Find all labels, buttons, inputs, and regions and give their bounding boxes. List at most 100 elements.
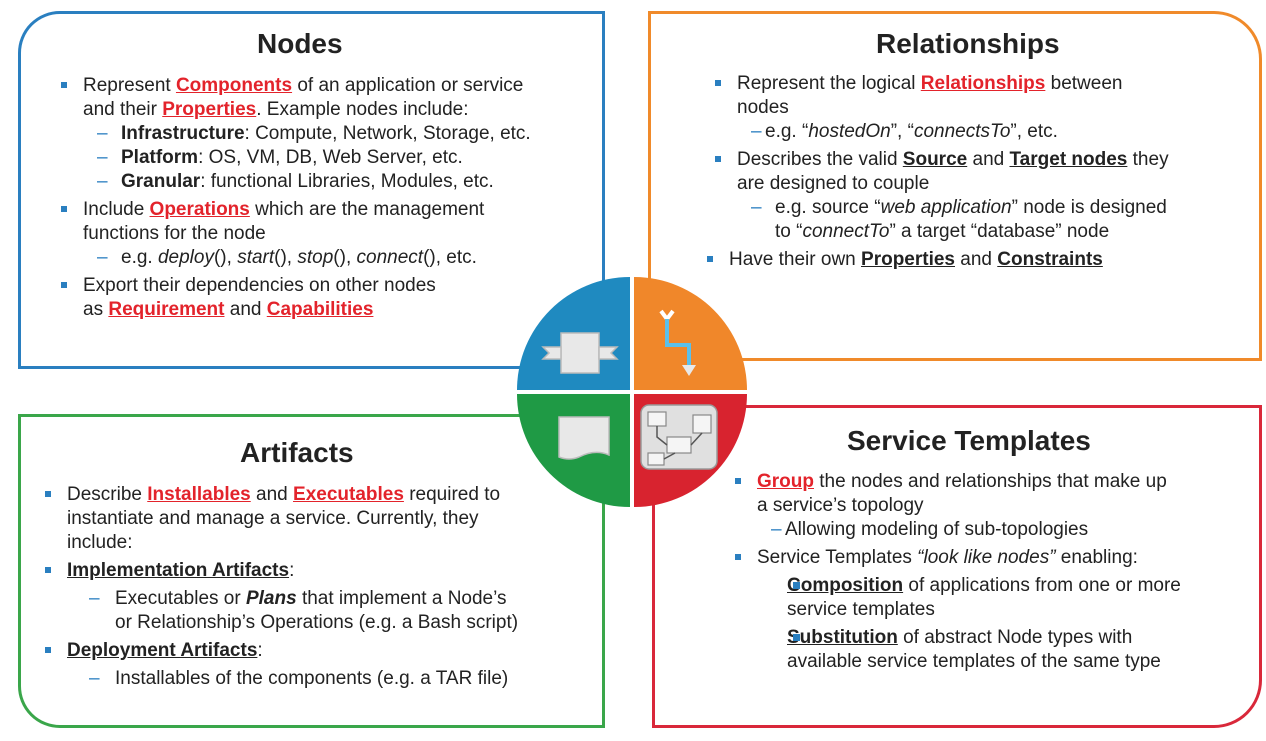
text: nodes xyxy=(737,97,789,118)
text: between xyxy=(1045,73,1123,94)
text: e.g. xyxy=(121,247,158,268)
keyword-properties: Properties xyxy=(861,249,955,270)
text: enabling: xyxy=(1055,547,1138,568)
artifacts-list: Describe Installables and Executables re… xyxy=(45,483,518,691)
keyword-requirement: Requirement xyxy=(108,299,225,320)
nodes-dash-infrastructure: Infrastructure: Compute, Network, Storag… xyxy=(61,122,531,146)
nodes-dash-granular: Granular: functional Libraries, Modules,… xyxy=(61,170,531,194)
term: Platform xyxy=(121,147,199,168)
text: . Example nodes include: xyxy=(256,99,469,120)
text: : functional Libraries, Modules, etc. xyxy=(200,171,494,192)
text: (), xyxy=(333,247,357,268)
nodes-card: Nodes Represent Components of an applica… xyxy=(18,11,605,369)
text: : xyxy=(289,560,295,581)
text: e.g. source “ xyxy=(775,197,881,218)
tosca-quadrant-circle xyxy=(517,277,747,507)
templates-sub-substitution: Substitution of abstract Node types with… xyxy=(735,626,1181,674)
text: include: xyxy=(67,532,133,553)
text: Describe xyxy=(67,484,148,505)
text: Describes the valid xyxy=(737,149,903,170)
text: which are the management xyxy=(249,199,485,220)
text: the nodes and relationships that make up xyxy=(814,471,1167,492)
nodes-bullet-operations: Include Operations which are the managem… xyxy=(61,198,531,246)
text: (), xyxy=(274,247,298,268)
templates-sub-composition: Composition of applications from one or … xyxy=(735,574,1181,622)
text: that implement a Node’s xyxy=(296,588,507,609)
artifacts-bullet-installables: Describe Installables and Executables re… xyxy=(45,483,518,555)
keyword-capabilities: Capabilities xyxy=(266,299,374,320)
relationships-card: Relationships Represent the logical Rela… xyxy=(648,11,1262,361)
text: ”, etc. xyxy=(1010,121,1058,142)
term: Infrastructure xyxy=(121,123,245,144)
text: (), etc. xyxy=(423,247,477,268)
keyword-properties: Properties xyxy=(162,99,257,120)
text: Installables of the components (e.g. a T… xyxy=(115,668,509,689)
relationships-bullet-logical: Represent the logical Relationships betw… xyxy=(715,72,1169,120)
nodes-dash-platform: Platform: OS, VM, DB, Web Server, etc. xyxy=(61,146,531,170)
relationships-bullet-own-properties: Have their own Properties and Constraint… xyxy=(707,248,1169,272)
text: Executables or xyxy=(115,588,246,609)
text: available service templates of the same … xyxy=(787,651,1161,672)
text: and xyxy=(955,249,998,270)
keyword-constraints: Constraints xyxy=(997,249,1103,270)
text: : OS, VM, DB, Web Server, etc. xyxy=(198,147,463,168)
artifacts-card: Artifacts Describe Installables and Exec… xyxy=(18,414,605,728)
text: as xyxy=(83,299,109,320)
quadrant-orange xyxy=(634,277,747,390)
nodes-bullet-components: Represent Components of an application o… xyxy=(61,74,531,122)
nodes-dash-functions: e.g. deploy(), start(), stop(), connect(… xyxy=(61,246,531,270)
text: functions for the node xyxy=(83,223,266,244)
text: (), xyxy=(213,247,238,268)
text: Include xyxy=(83,199,150,220)
text: Allowing modeling of sub-topologies xyxy=(785,519,1089,540)
templates-dash-subtopologies: Allowing modeling of sub-topologies xyxy=(735,518,1181,542)
artifacts-bullet-deployment: Deployment Artifacts: xyxy=(45,639,518,663)
type: connectsTo xyxy=(913,121,1011,142)
text: a service’s topology xyxy=(757,495,924,516)
text: required to xyxy=(403,484,501,505)
text: they xyxy=(1127,149,1169,170)
keyword-composition: Composition xyxy=(787,575,904,596)
nodes-title: Nodes xyxy=(257,28,343,59)
artifacts-bullet-implementation: Implementation Artifacts: xyxy=(45,559,518,583)
artifacts-dash-plans: Executables or Plans that implement a No… xyxy=(45,587,518,635)
relationship-arrow-icon xyxy=(659,309,696,376)
fn: stop xyxy=(297,247,334,268)
artifacts-dash-tar: Installables of the components (e.g. a T… xyxy=(45,667,518,691)
text: service templates xyxy=(787,599,935,620)
text: instantiate and manage a service. Curren… xyxy=(67,508,479,529)
service-templates-list: Group the nodes and relationships that m… xyxy=(735,470,1181,674)
text: Have their own xyxy=(729,249,862,270)
text: Represent xyxy=(83,75,176,96)
keyword-operations: Operations xyxy=(149,199,250,220)
text: of abstract Node types with xyxy=(897,627,1133,648)
text: connectTo xyxy=(802,221,890,242)
text: Service Templates xyxy=(757,547,918,568)
relationships-title: Relationships xyxy=(876,28,1060,59)
nodes-list: Represent Components of an application o… xyxy=(61,74,531,322)
keyword-executables: Executables xyxy=(293,484,404,505)
keyword-installables: Installables xyxy=(147,484,251,505)
service-templates-title: Service Templates xyxy=(847,425,1091,456)
keyword-substitution: Substitution xyxy=(787,627,898,648)
quadrant-relationships xyxy=(634,277,747,390)
text: web application xyxy=(880,197,1012,218)
text: and xyxy=(967,149,1010,170)
artifacts-title: Artifacts xyxy=(240,437,354,468)
nodes-bullet-dependencies: Export their dependencies on other nodes… xyxy=(61,274,531,322)
text: of applications from one or more xyxy=(903,575,1181,596)
keyword-implementation-artifacts: Implementation Artifacts xyxy=(67,560,290,581)
relationships-bullet-source-target: Describes the valid Source and Target no… xyxy=(715,148,1169,196)
document-artifact-icon xyxy=(558,416,610,460)
text: or Relationship’s Operations (e.g. a Bas… xyxy=(115,612,519,633)
templates-bullet-look-like-nodes: Service Templates “look like nodes” enab… xyxy=(735,546,1181,570)
keyword-components: Components xyxy=(175,75,293,96)
topology-template-icon xyxy=(640,404,718,470)
relationships-list: Represent the logical Relationships betw… xyxy=(707,72,1169,272)
fn: deploy xyxy=(157,247,214,268)
type: hostedOn xyxy=(808,121,891,142)
text: of an application or service xyxy=(292,75,524,96)
text: to “ xyxy=(775,221,803,242)
keyword-source: Source xyxy=(902,149,968,170)
fn: connect xyxy=(356,247,424,268)
